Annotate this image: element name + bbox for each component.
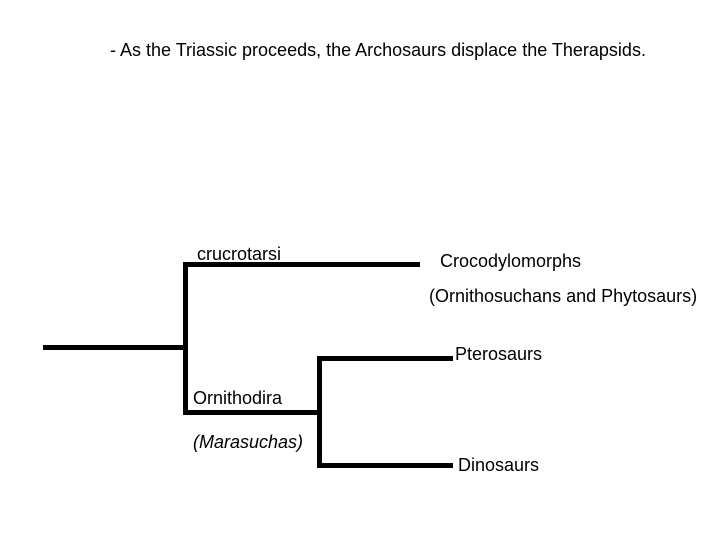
taxon-label-crocodylomorphs: Crocodylomorphs [440, 251, 582, 271]
clade-label-crurotarsi: crucrotarsi [197, 244, 282, 264]
tree-vertical-ornithodira [317, 356, 322, 468]
clade-label-ornithodira: Ornithodira [193, 388, 283, 408]
tree-stem-ornithodira [183, 410, 322, 415]
tree-branch-dinosaurs [317, 463, 453, 468]
tree-root-line [43, 345, 188, 350]
taxon-note-ornithosuchans-phytosaurs: (Ornithosuchans and Phytosaurs) [429, 286, 698, 306]
taxon-label-pterosaurs: Pterosaurs [455, 344, 543, 364]
taxon-label-dinosaurs: Dinosaurs [458, 455, 540, 475]
tree-branch-crurotarsi [183, 262, 420, 267]
clade-note-marasuchas: (Marasuchas) [193, 432, 304, 452]
tree-trunk-vertical-line [183, 262, 188, 415]
slide-title: - As the Triassic proceeds, the Archosau… [110, 40, 646, 60]
tree-branch-pterosaurs [317, 356, 453, 361]
